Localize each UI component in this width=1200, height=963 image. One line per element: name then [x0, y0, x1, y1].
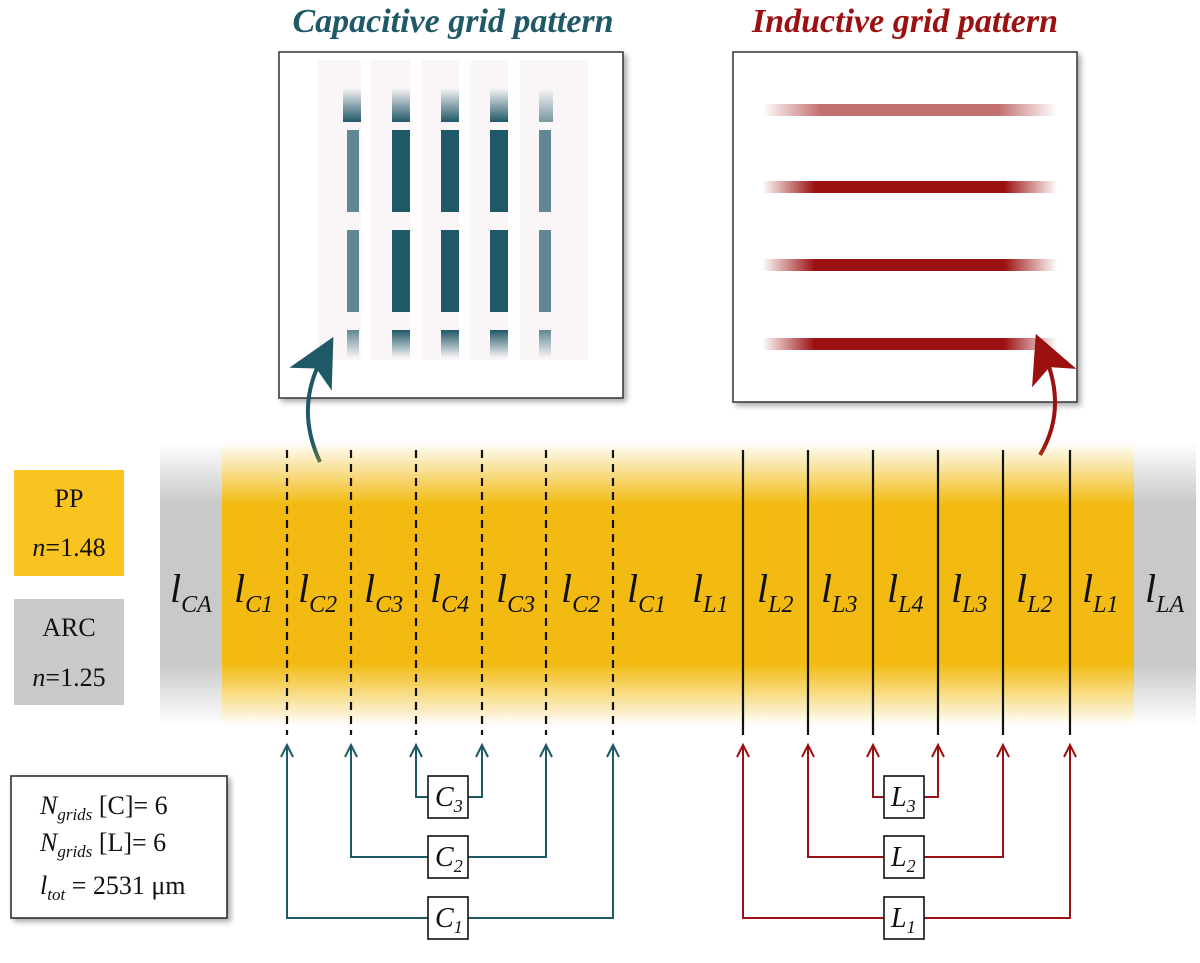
- inductor-box-2: [883, 835, 925, 879]
- capacitor-arrowheads: [280, 742, 620, 758]
- inductor-box-1: [883, 896, 925, 940]
- layer-label-3: lC2: [298, 566, 337, 618]
- capacitive-title: Capacitive grid pattern: [292, 3, 613, 40]
- inductive-pattern-panel: [732, 51, 1078, 403]
- layer-label-7: lC2: [561, 566, 600, 618]
- inductor-label-3: L3: [890, 782, 916, 816]
- layer-label-4: lC3: [364, 566, 403, 618]
- layer-label-1: lCA: [170, 566, 212, 618]
- layer-label-14: lL2: [1016, 566, 1052, 618]
- layer-label-16: lLA: [1145, 566, 1184, 618]
- ngrids-c-text: Ngrids [C]= 6: [39, 791, 168, 824]
- inductor-network: [742, 755, 1071, 919]
- arc-layer-left: [160, 442, 222, 726]
- inductor-label-2: L2: [890, 842, 916, 876]
- inductor-label-1: L1: [890, 903, 916, 937]
- legend-arc: ARC n=1.25: [14, 599, 124, 705]
- pp-layer-core: [222, 442, 1134, 726]
- layer-label-8: lC1: [627, 566, 666, 618]
- capacitor-box-2: [427, 835, 469, 879]
- layer-label-11: lL3: [821, 566, 857, 618]
- inductive-grid-lines: [762, 104, 1057, 350]
- layer-label-12: lL4: [887, 566, 923, 618]
- c3-wire: [415, 755, 483, 798]
- legend-pp-name: PP: [55, 484, 84, 513]
- c2-wire: [350, 755, 547, 858]
- layer-label-5: lC4: [430, 566, 469, 618]
- layer-label-2: lC1: [234, 566, 273, 618]
- inductor-arrowheads: [736, 742, 1077, 758]
- capacitor-label-1: C1: [435, 903, 463, 937]
- layer-label-9: lL1: [692, 566, 728, 618]
- layer-label-13: lL3: [951, 566, 987, 618]
- layer-label-6: lC3: [496, 566, 535, 618]
- capacitive-pattern-panel: [278, 51, 624, 399]
- inductive-title: Inductive grid pattern: [751, 3, 1058, 40]
- capacitive-grid-bars: [343, 88, 553, 358]
- legend-pp-index: n=1.48: [32, 533, 105, 562]
- parameters-box: Ngrids [C]= 6 Ngrids [L]= 6 ltot = 2531 …: [10, 775, 228, 919]
- layer-label-10: lL2: [757, 566, 793, 618]
- inductor-box-3: [883, 775, 925, 819]
- capacitor-label-3: C3: [435, 782, 463, 816]
- total-length-text: ltot = 2531 μm: [40, 871, 186, 904]
- capacitor-box-3: [427, 775, 469, 819]
- layer-stack: lCA lC1 lC2 lC3 lC4 lC3 lC2 lC1 lL1 lL2 lL3 lL4 lL3 l…: [160, 442, 1196, 735]
- l3-wire: [872, 755, 939, 798]
- capacitor-label-2: C2: [435, 842, 463, 876]
- arc-layer-right: [1134, 442, 1196, 726]
- legend-pp: PP n=1.48: [14, 470, 124, 576]
- legend-arc-index: n=1.25: [32, 663, 105, 692]
- capacitor-box-1: [427, 896, 469, 940]
- capacitor-network: [286, 755, 614, 919]
- legend-arc-name: ARC: [42, 613, 95, 642]
- l1-wire: [742, 755, 1071, 919]
- c1-wire: [286, 755, 614, 919]
- l2-wire: [807, 755, 1004, 858]
- ngrids-l-text: Ngrids [L]= 6: [39, 828, 166, 861]
- layer-label-15: lL1: [1082, 566, 1118, 618]
